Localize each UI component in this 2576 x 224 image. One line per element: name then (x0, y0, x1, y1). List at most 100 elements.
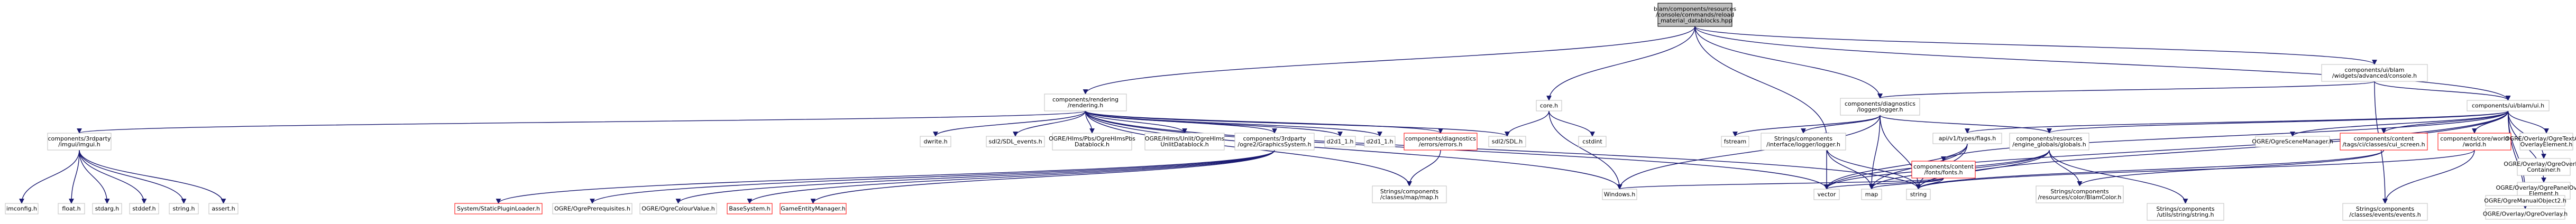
node-ogrescenemanager[interactable]: OGRE/OgreSceneManager.h (2252, 136, 2333, 147)
node-iloggerlogger[interactable]: Strings/components/interface/logger/logg… (1761, 133, 1846, 151)
node-box (2485, 208, 2565, 220)
edge-uiblamui-to-vector (1824, 110, 2509, 190)
node-cstdint[interactable]: cstdint (1578, 136, 1607, 147)
edge-console-to-logger (1877, 81, 2375, 99)
edge-coreworld-to-string (1915, 150, 2475, 190)
node-box (1761, 133, 1846, 151)
node-d2d1_1[interactable]: d2d1_1.h (1324, 136, 1356, 147)
edge-console-to-uiblamui (2374, 81, 2511, 101)
node-box (1372, 185, 1447, 203)
node-sdl2sdl[interactable]: sdl2/SDL.h (1488, 136, 1526, 147)
node-stringh[interactable]: string.h (169, 203, 199, 214)
node-box (2036, 185, 2124, 203)
edge-rendering-to-sdl2sdl (1085, 110, 1510, 137)
node-box (1813, 189, 1840, 200)
node-label: OGRE/Overlay/OgreOverlay.h (2483, 211, 2568, 218)
node-staticplugin[interactable]: System/StaticPluginLoader.h (454, 203, 543, 214)
node-contentfonts[interactable]: components/content/fonts/fonts.h (1911, 161, 1976, 179)
node-rendering[interactable]: components/rendering/rendering.h (1044, 94, 1127, 111)
node-map[interactable]: map (1861, 189, 1882, 200)
node-label: assert.h (212, 206, 235, 212)
edge-contentfonts-to-windowsh (1617, 178, 1944, 190)
node-utilsstring[interactable]: Strings/components/utils/string/string.h (2147, 203, 2224, 221)
node-vector[interactable]: vector (1813, 189, 1840, 200)
node-string[interactable]: string (1906, 189, 1931, 200)
node-overlaytextarea[interactable]: OGRE/Overlay/OgreTextAreaOverlayElement.… (2505, 133, 2576, 151)
node-label: stdarg.h (95, 206, 120, 212)
node-cuiscreen[interactable]: components/content/tags/ci/classes/cui_s… (2340, 133, 2428, 151)
node-gameentitymanager[interactable]: GameEntityManager.h (780, 203, 847, 214)
node-windowsh[interactable]: Windows.h (1602, 189, 1637, 200)
node-box (2147, 203, 2224, 221)
node-uiblamui[interactable]: components/ui/blam/ui.h (2467, 100, 2550, 111)
node-manualobject[interactable]: OGRE/OgreManualObject2.h (2484, 195, 2566, 207)
node-label: /world.h (2463, 141, 2486, 148)
node-label: GameEntityManager.h (781, 206, 846, 212)
edge-core-to-windowsh (1548, 110, 1622, 190)
graph-edges (19, 26, 2549, 209)
node-label: components/content (1913, 163, 1974, 170)
node-label: core.h (1540, 102, 1558, 109)
node-console[interactable]: components/ui/blam/widgets/advanced/cons… (2321, 64, 2428, 82)
node-engineglobals[interactable]: components/resources/engine_globals/glob… (2009, 133, 2089, 151)
node-dwrite[interactable]: dwrite.h (920, 136, 951, 147)
node-box (2485, 195, 2565, 207)
node-d2d1[interactable]: d2d1_1.h (1364, 136, 1396, 147)
edge-graphicssystem-to-colourvalue (675, 150, 1275, 204)
node-basesystem[interactable]: BaseSystem.h (727, 203, 773, 214)
node-colourvalue[interactable]: OGRE/OgreColourValue.h (639, 203, 717, 214)
node-coreworld[interactable]: components/core/world/world.h (2437, 133, 2511, 151)
edge-core-to-cstdint (1548, 110, 1595, 137)
node-root[interactable]: blam/components/resources/console/comman… (1654, 3, 1736, 27)
node-logger[interactable]: components/diagnostics/logger/logger.h (1840, 98, 1920, 116)
node-label: /resources/color/BlamColor.h (2038, 194, 2122, 201)
node-asserth[interactable]: assert.h (208, 203, 239, 214)
node-label: components/3rdparty (1243, 135, 1306, 142)
node-fstream[interactable]: fstream (1721, 136, 1749, 147)
node-ogreoverlay[interactable]: OGRE/Overlay/OgreOverlay.h (2483, 208, 2568, 220)
edge-logger-to-iloggerlogger (1801, 115, 1881, 134)
node-rgbatypesflags[interactable]: api/v1/types/flags.h (1932, 133, 2002, 144)
edge-graphicssystem-to-staticplugin (496, 150, 1275, 204)
node-core[interactable]: core.h (1536, 100, 1562, 111)
node-blamcolor[interactable]: Strings/components/resources/color/BlamC… (2036, 185, 2124, 203)
node-label: OverlayElement.h (2520, 141, 2573, 148)
node-box (129, 203, 159, 214)
node-imgui[interactable]: components/3rdparty/imgui/imgui.h (47, 133, 112, 151)
node-sdl2events[interactable]: sdl2/SDL_events.h (986, 136, 1045, 147)
node-box (552, 203, 632, 214)
node-label: components/ui/blam/ui.h (2472, 102, 2544, 109)
node-imconfig[interactable]: imconfig.h (5, 203, 39, 214)
node-stdargh[interactable]: stdarg.h (92, 203, 122, 214)
node-box (2467, 100, 2550, 111)
edge-logger-to-map (1869, 115, 1881, 190)
node-label: OGRE/OgreManualObject2.h (2484, 198, 2566, 204)
node-label: /classes/map/map.h (1380, 194, 1438, 201)
node-box (5, 203, 39, 214)
node-mapclasses[interactable]: Strings/components/classes/map/map.h (1372, 185, 1447, 203)
node-label: UnlitDatablock.h (1160, 141, 1208, 148)
node-label: dwrite.h (923, 138, 947, 145)
node-box (1404, 133, 1478, 151)
node-eventsh[interactable]: Strings/components/classes/events/events… (2342, 203, 2428, 221)
node-floath[interactable]: float.h (58, 203, 85, 214)
node-label: fstream (1724, 138, 1746, 145)
node-label: OGRE/OgrePrerequisites.h (554, 206, 630, 212)
node-stddefh[interactable]: stddef.h (129, 203, 159, 214)
edge-contentfonts-to-map (1869, 178, 1944, 190)
node-box (1657, 3, 1732, 27)
node-graphicssystem[interactable]: components/3rdparty/ogre2/GraphicsSystem… (1234, 133, 1315, 151)
edge-engineglobals-to-utilsstring (2049, 150, 2188, 204)
node-prerequisites[interactable]: OGRE/OgrePrerequisites.h (552, 203, 632, 214)
node-label: _material_datablocks.hpp (1657, 17, 1732, 24)
node-errors[interactable]: components/diagnostics/errors/errors.h (1404, 133, 1478, 151)
node-label: d2d1_1.h (1367, 138, 1394, 145)
node-label: /widgets/advanced/console.h (2332, 72, 2417, 79)
node-label: /classes/events/events.h (2349, 211, 2421, 218)
node-label: components/core/world (2440, 135, 2509, 142)
node-label: /utils/string/string.h (2157, 211, 2214, 218)
